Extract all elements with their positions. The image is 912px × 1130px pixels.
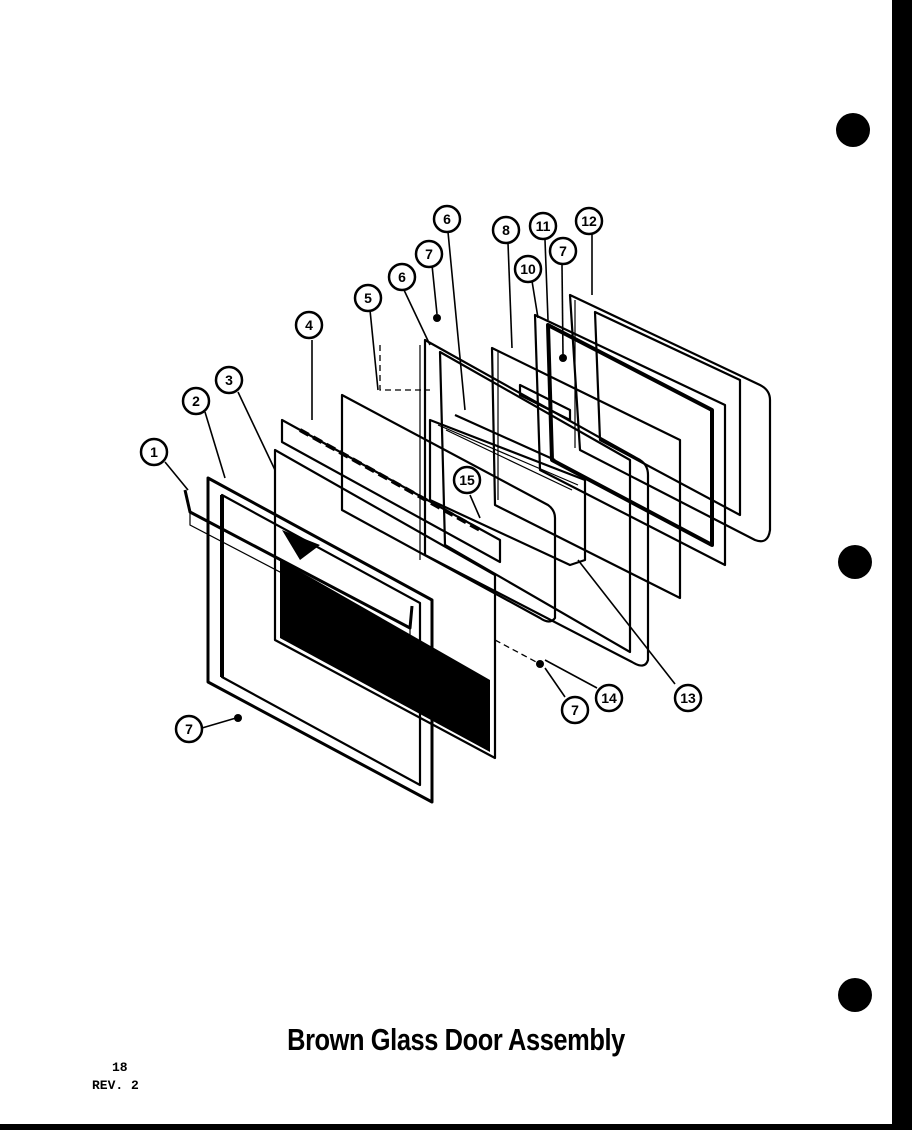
svg-text:11: 11 [536, 218, 551, 234]
svg-text:12: 12 [581, 213, 597, 229]
svg-text:15: 15 [459, 472, 475, 488]
callout-12: 12 [574, 206, 604, 236]
part-brown-glass [273, 448, 497, 760]
binder-hole-middle [838, 545, 872, 579]
svg-text:7: 7 [185, 721, 193, 737]
part-outer-door-frame [206, 476, 434, 804]
callout-7b: 7 [548, 236, 578, 266]
callout-13: 13 [673, 683, 703, 713]
callout-7c: 7 [560, 695, 590, 725]
callout-8: 8 [491, 215, 521, 245]
svg-text:14: 14 [601, 690, 617, 706]
part-middle-glass [340, 393, 557, 623]
svg-text:7: 7 [571, 702, 579, 718]
screw-top [433, 314, 441, 322]
svg-text:1: 1 [150, 444, 158, 460]
svg-text:8: 8 [502, 222, 510, 238]
svg-text:6: 6 [398, 269, 406, 285]
callout-15: 15 [452, 465, 482, 495]
svg-text:3: 3 [225, 372, 233, 388]
leader-lines [164, 231, 676, 729]
revision-label: REV. 2 [92, 1078, 139, 1093]
part-handle [183, 489, 414, 641]
alignment-line-bottom [494, 639, 541, 665]
callout-5: 5 [353, 283, 383, 313]
callout-4: 4 [294, 310, 324, 340]
svg-text:4: 4 [305, 317, 313, 333]
alignment-line-top [379, 345, 430, 391]
callout-10: 10 [513, 254, 543, 284]
svg-text:2: 2 [192, 393, 200, 409]
svg-text:6: 6 [443, 211, 451, 227]
callout-3: 3 [214, 365, 244, 395]
callout-1: 1 [139, 437, 169, 467]
diagram-title: Brown Glass Door Assembly [287, 1022, 625, 1057]
callout-14: 14 [594, 683, 624, 713]
page-number: 18 [112, 1060, 128, 1075]
part-rear-frame [568, 293, 772, 543]
callout-6b: 6 [432, 204, 462, 234]
callout-11: 11 [528, 211, 558, 241]
paper-sheet [0, 0, 892, 1124]
part-glass-pack [428, 413, 587, 567]
svg-text:5: 5 [364, 290, 372, 306]
binder-hole-top [836, 113, 870, 147]
part-vent-channel [280, 418, 502, 564]
part-door-liner [419, 338, 650, 667]
svg-text:10: 10 [520, 261, 536, 277]
part-inner-panel [490, 346, 682, 600]
svg-text:7: 7 [425, 246, 433, 262]
callout-6a: 6 [387, 262, 417, 292]
callout-7d: 7 [174, 714, 204, 744]
screw-bottom-left [234, 714, 242, 722]
binder-hole-bottom [838, 978, 872, 1012]
svg-text:7: 7 [559, 243, 567, 259]
callout-2: 2 [181, 386, 211, 416]
screw-rear [559, 354, 567, 362]
callout-7a: 7 [414, 239, 444, 269]
svg-text:13: 13 [680, 690, 696, 706]
